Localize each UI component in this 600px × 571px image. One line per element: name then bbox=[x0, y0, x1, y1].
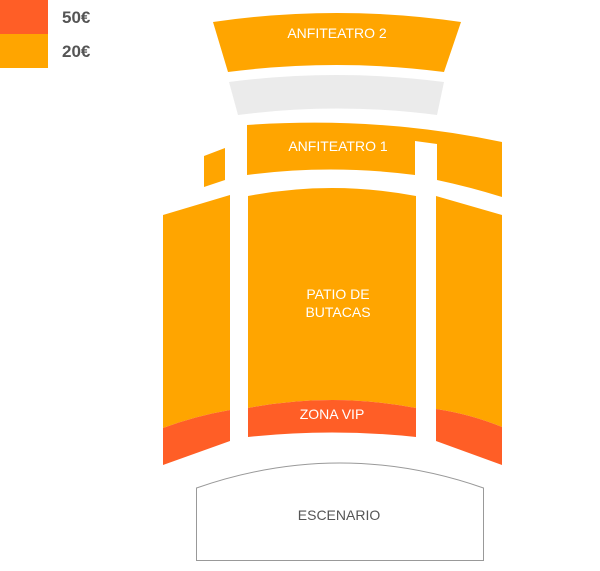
legend-swatch-20 bbox=[0, 34, 48, 68]
section-patio-de-butacas[interactable]: PATIO DE BUTACAS bbox=[248, 188, 416, 408]
anfiteatro-2-label: ANFITEATRO 2 bbox=[287, 25, 387, 41]
anfiteatro-1-shape[interactable] bbox=[247, 122, 502, 197]
patio-shape[interactable] bbox=[248, 188, 416, 408]
anfiteatro-2-shape[interactable] bbox=[213, 13, 461, 72]
section-unavailable bbox=[229, 75, 444, 115]
anfiteatro-1-label: ANFITEATRO 1 bbox=[288, 138, 388, 154]
section-anfiteatro-2[interactable]: ANFITEATRO 2 bbox=[213, 13, 461, 72]
legend-label-50: 50€ bbox=[62, 8, 91, 27]
zona-vip-label: ZONA VIP bbox=[300, 406, 365, 422]
lateral-left-standard[interactable] bbox=[163, 195, 230, 428]
patio-label-line-2: BUTACAS bbox=[305, 304, 370, 320]
legend-item-50: 50€ bbox=[0, 0, 140, 34]
legend-item-20: 20€ bbox=[0, 34, 140, 68]
section-zona-vip[interactable]: ZONA VIP bbox=[248, 400, 416, 437]
lateral-left-vip[interactable] bbox=[163, 410, 230, 465]
section-lateral-right[interactable] bbox=[436, 196, 502, 465]
legend-label-20: 20€ bbox=[62, 42, 91, 61]
zona-vip-shape[interactable] bbox=[248, 400, 416, 437]
legend-swatch-50 bbox=[0, 0, 48, 34]
section-lateral-left[interactable] bbox=[163, 195, 230, 465]
lateral-right-vip[interactable] bbox=[436, 409, 502, 465]
patio-label-line-1: PATIO DE bbox=[306, 286, 369, 302]
lateral-right-standard[interactable] bbox=[436, 196, 502, 427]
stage: ESCENARIO bbox=[196, 462, 484, 561]
section-anfiteatro-1-left[interactable] bbox=[204, 148, 225, 187]
section-anfiteatro-1[interactable]: ANFITEATRO 1 bbox=[247, 122, 502, 197]
stage-label: ESCENARIO bbox=[298, 507, 381, 523]
stage-shape bbox=[196, 462, 484, 561]
